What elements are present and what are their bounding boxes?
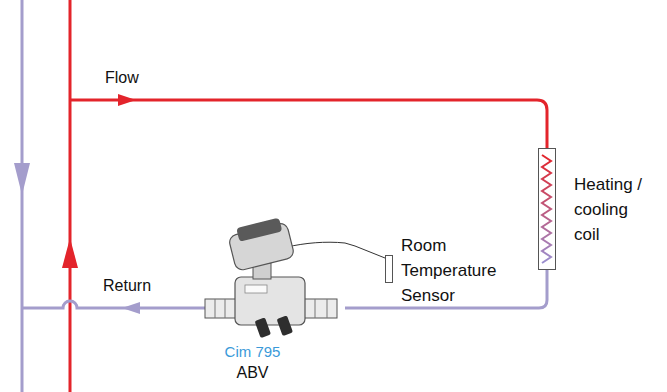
flow-direction-arrow [118, 94, 136, 106]
nut-edge [327, 299, 328, 318]
name-plate [245, 285, 267, 293]
valve-node: Cim 795ABV [195, 215, 345, 385]
sensor-node: Room Temperature Sensor [385, 233, 505, 313]
coil-zigzag [542, 155, 551, 263]
inlet-port [205, 299, 239, 318]
nut-edge [315, 299, 316, 318]
pipe-label: Return [101, 276, 153, 296]
outlet-port [301, 299, 337, 318]
flow-direction-arrow [122, 302, 140, 314]
valve-type: ABV [195, 363, 310, 383]
return-riser [21, 0, 24, 392]
flow-direction-arrow [62, 238, 78, 268]
actuator [227, 216, 295, 271]
coil-label: Heating / cooling coil [574, 172, 654, 247]
sensor-cable [287, 242, 345, 247]
flow-direction-arrow [14, 163, 30, 195]
pipe-label: Flow [103, 68, 141, 88]
coil-box [538, 148, 556, 270]
test-point [277, 315, 293, 336]
sensor-box [385, 255, 393, 283]
flow-riser [69, 0, 72, 392]
sensor-wire [345, 243, 385, 258]
valve-model: Cim 795 [195, 342, 310, 361]
coil-winding [539, 149, 555, 269]
return-pipe [22, 301, 205, 308]
test-point [255, 317, 271, 338]
flow-pipe [70, 100, 547, 148]
valve-illustration [195, 215, 345, 340]
coil-node: Heating / cooling coil [538, 148, 663, 270]
valve-body [235, 277, 305, 325]
nut-edge [225, 299, 226, 318]
sensor-label: Room Temperature Sensor [401, 233, 501, 308]
nut-edge [215, 299, 216, 318]
